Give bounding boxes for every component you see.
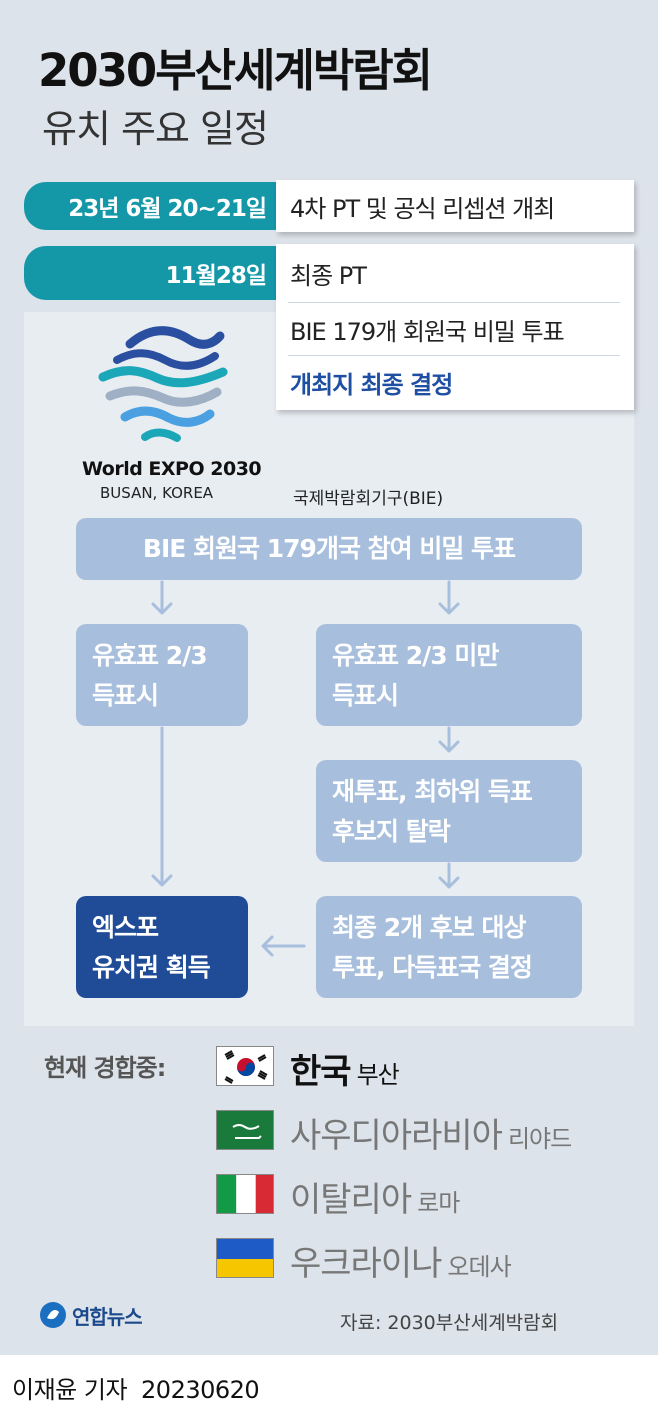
country-city: 로마 xyxy=(417,1189,460,1217)
box-line: 투표, 다득표국 결정 xyxy=(332,953,533,982)
ukraine-flag-icon xyxy=(216,1238,274,1278)
schedule-date-1: 23년 6월 20~21일 xyxy=(24,182,280,230)
result-box: 엑스포 유치권 획득 xyxy=(76,896,248,998)
box-line: 후보지 탈락 xyxy=(332,817,451,846)
page-title: 2030부산세계박람회 xyxy=(38,44,433,97)
vote-box: BIE 회원국 179개국 참여 비밀 투표 xyxy=(76,518,582,580)
schedule-events-1: 4차 PT 및 공식 리셉션 개최 xyxy=(276,180,634,232)
agency-emblem-icon xyxy=(40,1302,66,1328)
schedule-event: 최종 PT xyxy=(290,261,367,290)
left-branch-box: 유효표 2/3 득표시 xyxy=(76,624,248,726)
revote-box: 재투표, 최하위 득표 후보지 탈락 xyxy=(316,760,582,862)
schedule-event: 4차 PT 및 공식 리셉션 개최 xyxy=(290,194,555,223)
country-city: 오데사 xyxy=(447,1253,511,1281)
box-line: 유효표 2/3 xyxy=(92,641,208,670)
schedule-event: BIE 179개 회원국 비밀 투표 xyxy=(288,302,620,355)
country-name: 이탈리아 xyxy=(290,1180,412,1220)
schedule-events-2: 최종 PT BIE 179개 회원국 비밀 투표 개최지 최종 결정 xyxy=(276,244,634,410)
box-line: 엑스포 xyxy=(92,913,159,942)
logo-location: BUSAN, KOREA xyxy=(100,484,214,502)
arrow-head-icon xyxy=(438,876,460,889)
box-line: 재투표, 최하위 득표 xyxy=(332,777,533,806)
box-line: 유효표 2/3 미만 xyxy=(332,641,499,670)
arrow-head-icon xyxy=(438,602,460,615)
logo-name: World EXPO 2030 xyxy=(82,458,262,480)
arrow-head-icon xyxy=(151,874,173,887)
arrow-head-icon xyxy=(438,740,460,753)
contenders-label: 현재 경합중: xyxy=(44,1054,166,1082)
country-name: 한국 xyxy=(290,1052,352,1092)
country-name: 우크라이나 xyxy=(290,1244,442,1284)
expo-logo-icon xyxy=(98,326,228,442)
schedule-event-highlight: 개최지 최종 결정 xyxy=(288,355,620,408)
publish-date: 20230620 xyxy=(141,1376,260,1404)
final-vote-box: 최종 2개 후보 대상 투표, 다득표국 결정 xyxy=(316,896,582,998)
schedule-date-2: 11월28일 xyxy=(24,246,280,300)
box-line: 득표시 xyxy=(92,681,159,710)
country-city: 리야드 xyxy=(507,1125,572,1153)
box-line: 득표시 xyxy=(332,681,399,710)
right-branch-box: 유효표 2/3 미만 득표시 xyxy=(316,624,582,726)
country-city: 부산 xyxy=(356,1061,400,1089)
korea-flag-icon xyxy=(216,1046,274,1086)
reporter-name: 이재윤 기자 xyxy=(12,1376,128,1404)
arrow-head-icon xyxy=(261,935,274,957)
box-line: 유치권 획득 xyxy=(92,953,211,982)
saudi-flag-icon xyxy=(216,1110,274,1150)
agency-name: 연합뉴스 xyxy=(72,1304,143,1329)
org-label: 국제박람회기구(BIE) xyxy=(293,489,444,509)
byline: 이재윤 기자 20230620 xyxy=(12,1370,260,1405)
source-credit: 자료: 2030부산세계박람회 xyxy=(340,1312,559,1334)
page-subtitle: 유치 주요 일정 xyxy=(42,107,269,151)
agency-logo: 연합뉴스 xyxy=(38,1300,143,1330)
italy-flag-icon xyxy=(216,1174,274,1214)
box-line: 최종 2개 후보 대상 xyxy=(332,913,527,942)
arrow-head-icon xyxy=(151,602,173,615)
country-name: 사우디아라비아 xyxy=(290,1116,503,1156)
